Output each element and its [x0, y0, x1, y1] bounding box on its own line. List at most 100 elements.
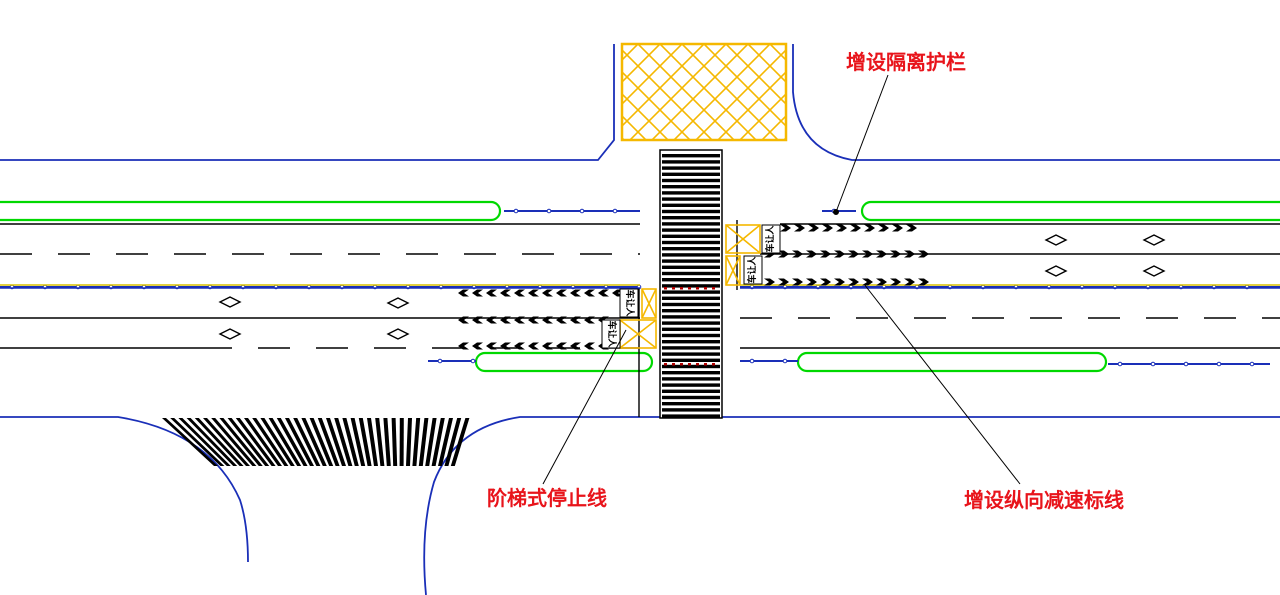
guardrail-post: [782, 358, 788, 364]
speed-chevron: [862, 250, 873, 258]
speed-chevron: [778, 278, 789, 286]
center-line: [0, 284, 1280, 289]
crosswalk-stripe: [662, 271, 720, 276]
crosswalk-stripe: [662, 364, 720, 369]
corner-zebra-stripe: [162, 418, 218, 466]
speed-chevron: [458, 342, 469, 350]
corner-zebra-stripe: [425, 418, 437, 466]
crosswalk-stripe: [662, 290, 720, 294]
leader-line-stop-line: [542, 329, 627, 485]
corner-zebra-stripe: [383, 418, 391, 466]
south-west-curb: [0, 416, 249, 563]
diamond-markings: [218, 234, 1166, 340]
crosswalk-dot: [696, 287, 699, 290]
speed-chevron: [500, 342, 511, 350]
crosswalk-stripe: [662, 203, 720, 207]
speed-chevron: [542, 289, 553, 297]
crosswalk-stripe: [662, 222, 720, 226]
stop-box-east-large: [725, 224, 761, 254]
crosswalk-dot: [680, 287, 683, 290]
crosswalk-stripe: [662, 209, 720, 214]
crosswalk-stripe: [662, 296, 720, 300]
crosswalk-stripe: [662, 389, 720, 393]
guardrail-post: [749, 358, 755, 364]
leader-line-guardrail: [835, 74, 889, 213]
crosswalk-stripe: [662, 178, 720, 183]
crosswalk-stripe: [662, 302, 720, 307]
guardrail-post: [470, 358, 476, 364]
crosswalk-stripe: [662, 160, 720, 164]
speed-chevron: [792, 278, 803, 286]
speed-chevron: [918, 278, 929, 286]
road-edges: [0, 44, 1280, 595]
crosswalk-stripe: [662, 278, 720, 282]
pavement-text-yield: 车让人: [624, 289, 636, 317]
speed-chevron: [486, 342, 497, 350]
crosswalk-stripe: [662, 247, 720, 251]
speed-chevron: [794, 224, 805, 232]
stop-box-east-small: [725, 255, 741, 286]
guardrail-post: [1183, 361, 1189, 367]
guardrail-post: [1216, 361, 1222, 367]
crosswalk-dot: [704, 363, 707, 366]
speed-chevron: [834, 278, 845, 286]
speed-chevron: [890, 278, 901, 286]
south-east-curb: [423, 416, 1280, 595]
speed-chevron: [806, 250, 817, 258]
crosswalk-dot: [672, 287, 675, 290]
corner-zebra-stripe: [444, 418, 462, 466]
annotation-guardrail: 增设隔离护栏: [846, 50, 966, 74]
speed-chevron: [764, 278, 775, 286]
crosswalk-stripe: [662, 383, 720, 387]
speed-chevron: [570, 289, 581, 297]
speed-chevron: [598, 289, 609, 297]
corner-zebra-stripe: [399, 418, 404, 466]
crosswalk-dot: [696, 363, 699, 366]
crosswalk-stripe: [662, 240, 720, 245]
crosswalk-stripe: [662, 253, 720, 257]
leader-line-speed-markings: [863, 283, 1021, 485]
guardrail-post: [546, 208, 552, 214]
corner-zebra-stripe: [293, 418, 321, 466]
pavement-text-yield: 车让人: [746, 256, 758, 284]
guardrail-post: [513, 208, 519, 214]
speed-chevron: [500, 316, 511, 324]
crosswalk-dot: [688, 363, 691, 366]
crosswalk-stripe: [662, 402, 720, 406]
speed-chevron: [778, 250, 789, 258]
speed-chevron: [808, 224, 819, 232]
speed-chevron: [500, 289, 511, 297]
lane-lines: [0, 220, 1280, 417]
speed-chevron: [458, 289, 469, 297]
speed-chevron: [820, 278, 831, 286]
crosswalk-stripe: [662, 371, 720, 375]
corner-zebra-stripe: [412, 418, 421, 466]
speed-chevron: [792, 250, 803, 258]
crosswalk-dot: [712, 363, 715, 366]
corner-zebra-stripe: [334, 418, 353, 466]
corner-zebra-stripe: [326, 418, 346, 466]
speed-chevron: [514, 289, 525, 297]
annotation-stepped-stop-line: 阶梯式停止线: [487, 486, 607, 510]
crosswalk-stripe: [662, 265, 720, 269]
speed-chevron: [584, 342, 595, 350]
corner-zebra-stripe: [418, 418, 429, 466]
speed-chevron: [472, 342, 483, 350]
crosswalk-stripe: [662, 333, 720, 338]
crosswalk-stripe: [662, 172, 720, 176]
diamond-marking: [1044, 265, 1068, 277]
diamond-marking: [218, 328, 242, 340]
speed-chevron: [486, 316, 497, 324]
median-island-nw: [0, 200, 502, 222]
corner-zebra-stripe: [450, 418, 470, 466]
crosswalk-stripe: [662, 358, 720, 362]
crosswalk-stripe: [662, 408, 720, 412]
stop-box-west-large: [619, 319, 657, 349]
median-island-se: [796, 351, 1108, 373]
speed-reduction-markings: [458, 224, 929, 350]
crosswalk-stripe: [662, 414, 720, 418]
speed-chevron: [906, 224, 917, 232]
corner-zebra-stripe: [431, 418, 445, 466]
corner-zebra-stripe: [252, 418, 289, 466]
speed-chevron: [850, 224, 861, 232]
